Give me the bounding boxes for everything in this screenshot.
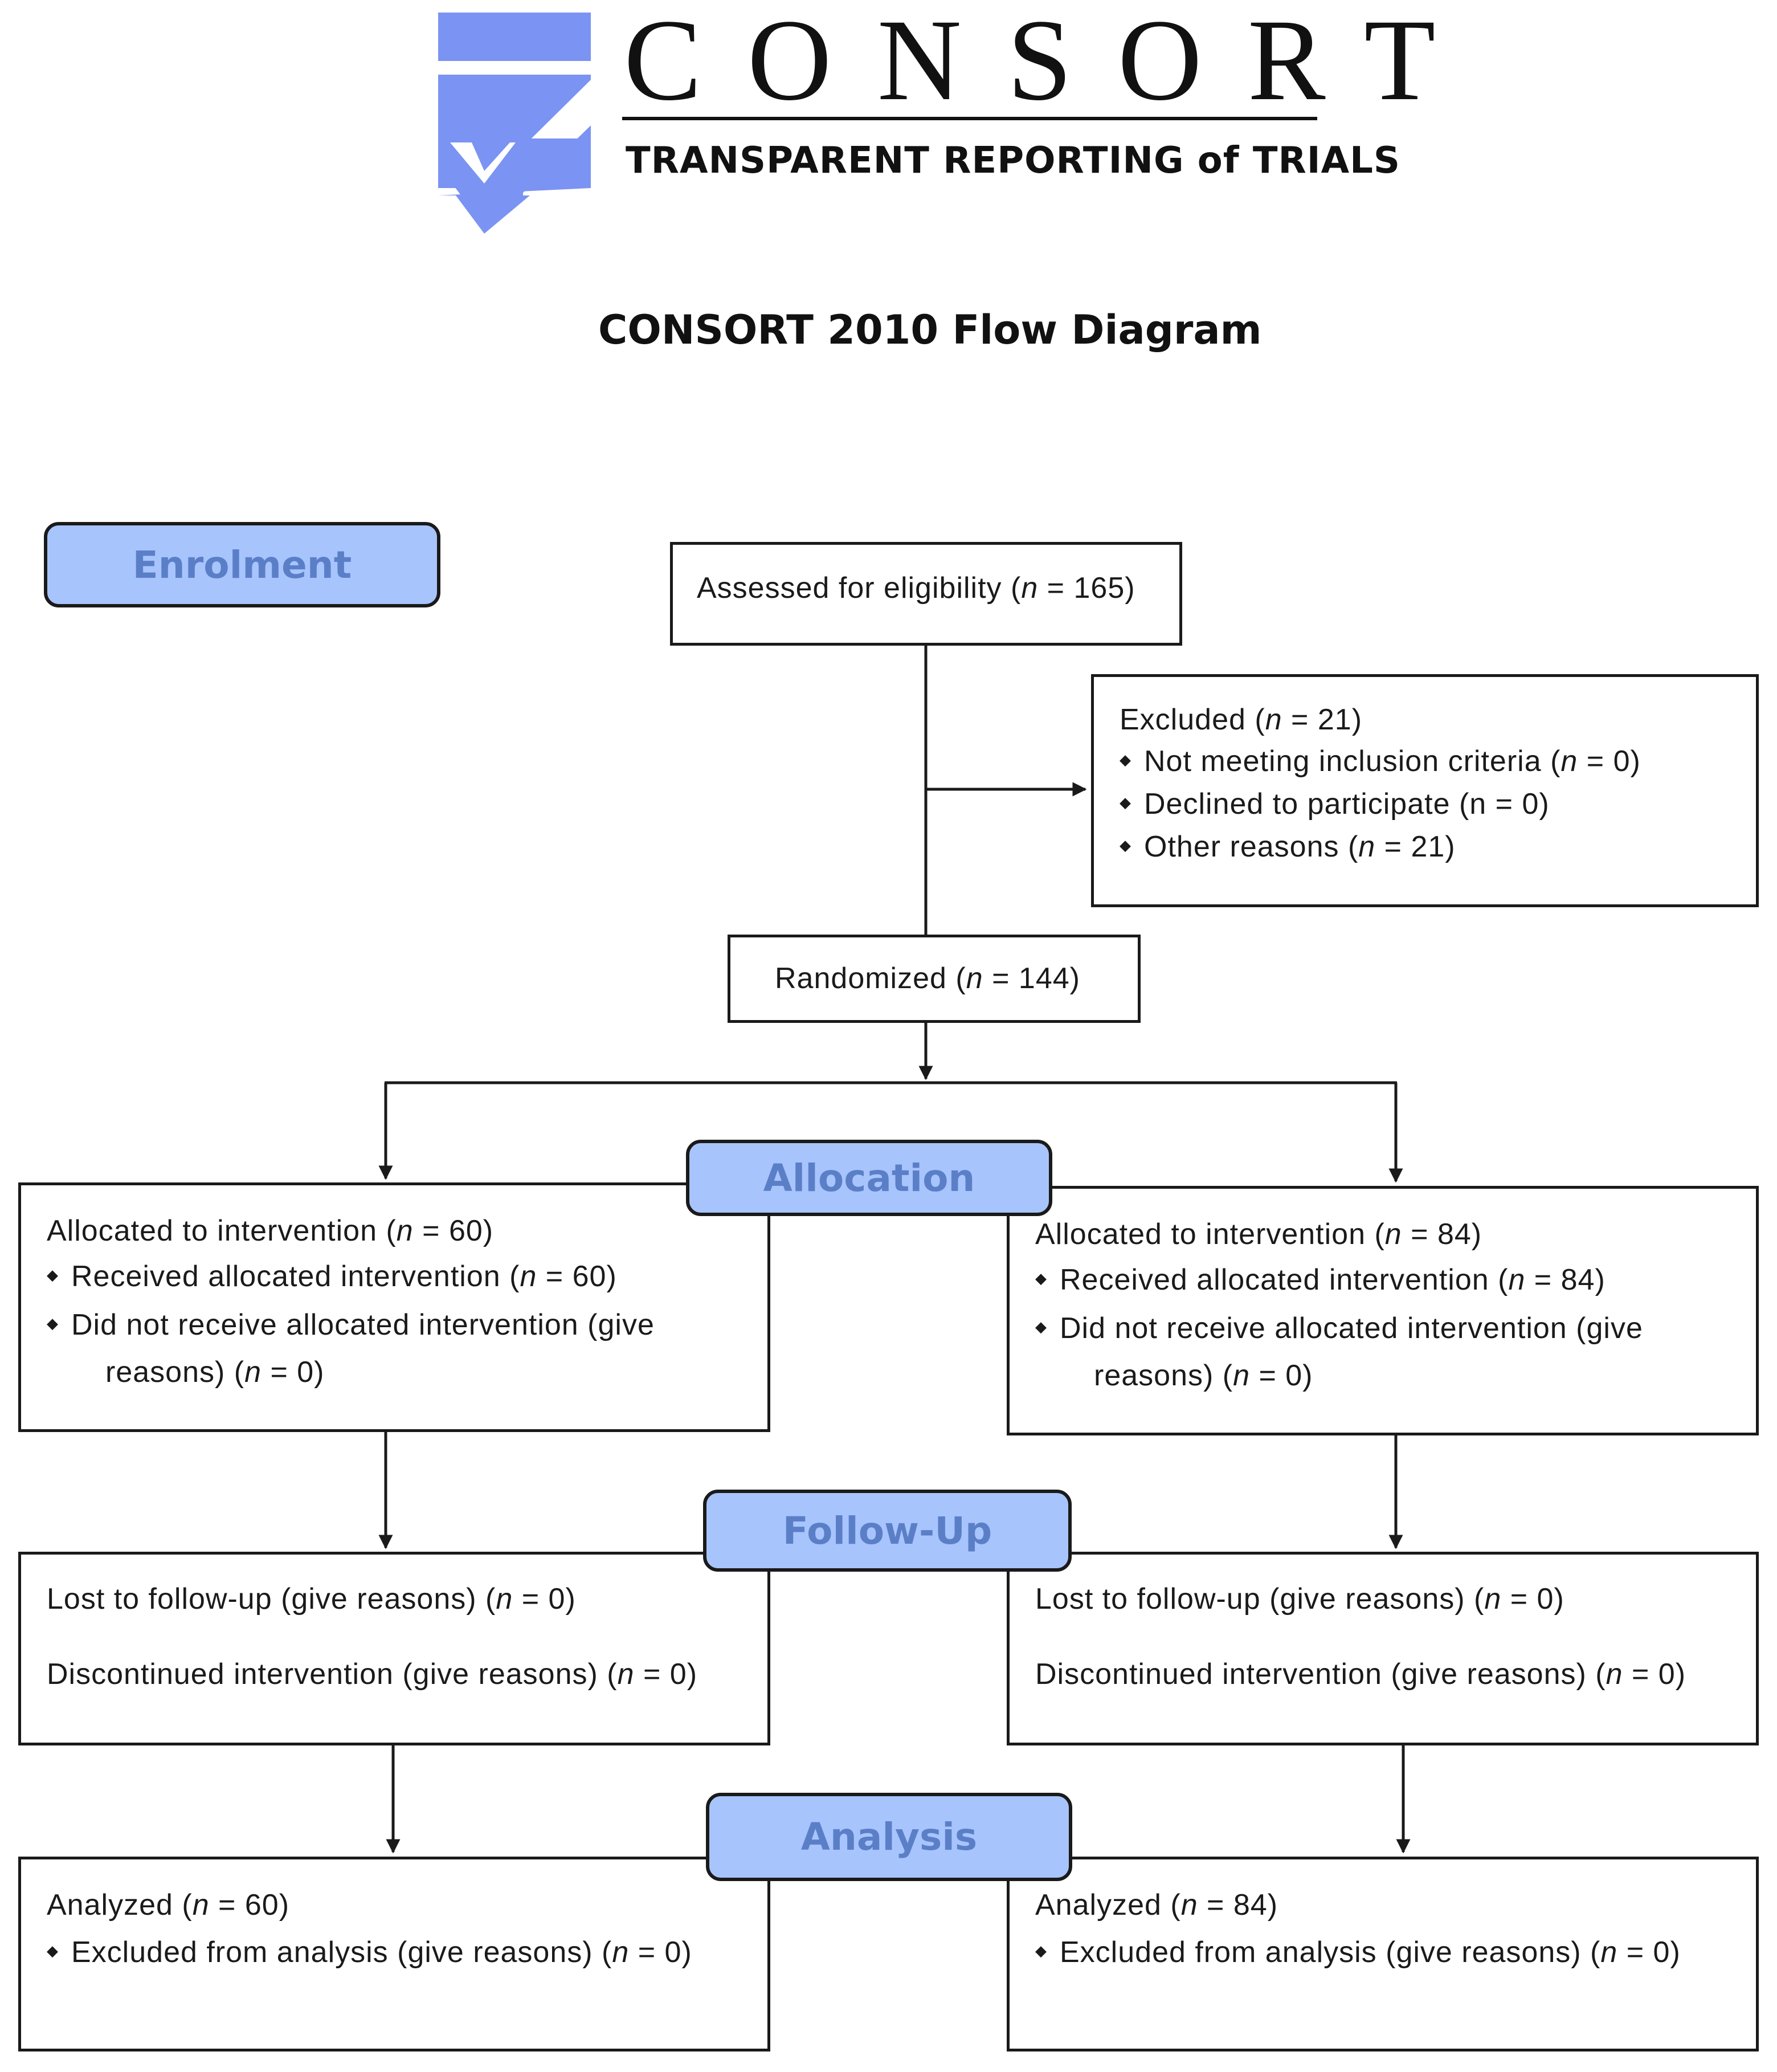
logo-wordmark: CONSORT [624, 0, 1481, 125]
allocation-right-heading: Allocated to intervention (n = 84) [1035, 1218, 1482, 1251]
logo-tagline: TRANSPARENT REPORTING of TRIALS [626, 140, 1400, 182]
analysis-right-box: Analyzed (n = 84) Excluded from analysis… [1007, 1857, 1759, 2051]
followup-right-box: Lost to follow-up (give reasons) (n = 0)… [1007, 1552, 1759, 1745]
stage-label-enrolment: Enrolment [44, 522, 440, 607]
analysis-right-heading: Analyzed (n = 84) [1035, 1889, 1278, 1922]
eligibility-text: Assessed for eligibility (n = 165) [697, 572, 1135, 605]
allocation-right-received: Received allocated intervention (n = 84) [1035, 1263, 1606, 1297]
allocation-left-received: Received allocated intervention (n = 60) [47, 1259, 617, 1294]
excluded-item-other: Other reasons (n = 21) [1120, 830, 1456, 864]
allocation-right-not-received: Did not receive allocated intervention (… [1035, 1311, 1643, 1345]
analysis-left-box: Analyzed (n = 60) Excluded from analysis… [18, 1857, 770, 2051]
randomized-box: Randomized (n = 144) [728, 935, 1141, 1023]
analysis-left-heading: Analyzed (n = 60) [47, 1889, 290, 1922]
followup-left-lost: Lost to follow-up (give reasons) (n = 0) [47, 1582, 576, 1616]
allocation-left-not-received: Did not receive allocated intervention (… [47, 1308, 655, 1342]
stage-label-analysis: Analysis [706, 1793, 1072, 1881]
followup-left-box: Lost to follow-up (give reasons) (n = 0)… [18, 1552, 770, 1745]
stage-label-allocation: Allocation [686, 1140, 1052, 1216]
analysis-right-excluded: Excluded from analysis (give reasons) (n… [1035, 1935, 1681, 1969]
diagram-title: CONSORT 2010 Flow Diagram [598, 307, 1262, 353]
stage-label-follow-up: Follow-Up [703, 1490, 1072, 1572]
allocation-right-not-received-reasons: reasons) (n = 0) [1094, 1359, 1313, 1392]
excluded-item-declined: Declined to participate (n = 0) [1120, 787, 1550, 821]
allocation-left-box: Allocated to intervention (n = 60) Recei… [18, 1182, 770, 1432]
excluded-box: Excluded (n = 21) Not meeting inclusion … [1091, 674, 1759, 907]
allocation-right-box: Allocated to intervention (n = 84) Recei… [1007, 1186, 1759, 1435]
excluded-item-inclusion: Not meeting inclusion criteria (n = 0) [1120, 744, 1641, 778]
followup-right-discontinued: Discontinued intervention (give reasons)… [1035, 1658, 1686, 1691]
allocation-left-not-received-reasons: reasons) (n = 0) [105, 1356, 325, 1389]
excluded-heading: Excluded (n = 21) [1120, 703, 1363, 736]
analysis-left-excluded: Excluded from analysis (give reasons) (n… [47, 1935, 692, 1969]
randomized-text: Randomized (n = 144) [775, 962, 1080, 995]
followup-left-discontinued: Discontinued intervention (give reasons)… [47, 1658, 698, 1691]
eligibility-box: Assessed for eligibility (n = 165) [670, 542, 1182, 646]
allocation-left-heading: Allocated to intervention (n = 60) [47, 1214, 494, 1247]
followup-right-lost: Lost to follow-up (give reasons) (n = 0) [1035, 1582, 1564, 1616]
